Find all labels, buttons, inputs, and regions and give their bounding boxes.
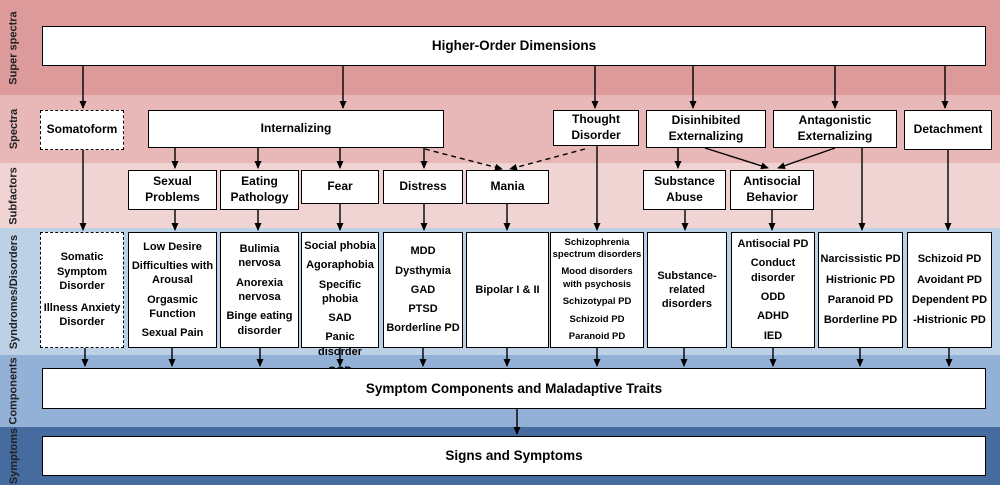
spectrum-antagonistic-externalizing: Antagonistic Externalizing	[773, 110, 897, 148]
spectrum-internalizing: Internalizing	[148, 110, 444, 148]
spectrum-detachment: Detachment	[904, 110, 992, 150]
subfactor-distress: Distress	[383, 170, 463, 204]
subfactor-sexual-problems: Sexual Problems	[128, 170, 217, 210]
spectrum-somatoform: Somatoform	[40, 110, 124, 150]
subfactor-antisocial-behavior: Antisocial Behavior	[730, 170, 814, 210]
subfactor-eating-pathology: Eating Pathology	[220, 170, 299, 210]
subfactor-mania: Mania	[466, 170, 549, 204]
label-spectra: Spectra	[8, 108, 21, 150]
disorders-eating: Bulimia nervosa Anorexia nervosa Binge e…	[220, 232, 299, 348]
disorders-mania: Bipolar I & II	[466, 232, 549, 348]
disorders-fear: Social phobia Agoraphobia Specific phobi…	[301, 232, 379, 377]
higher-order-dimensions-box: Higher-Order Dimensions	[42, 26, 986, 66]
symptom-components-box: Symptom Components and Maladaptive Trait…	[42, 368, 986, 409]
label-subfactors: Subfactors	[8, 166, 20, 225]
spectrum-thought-disorder: Thought Disorder	[553, 110, 639, 146]
label-symptoms: Symptoms	[8, 427, 20, 485]
subfactor-substance-abuse: Substance Abuse	[643, 170, 726, 210]
label-components: Components	[8, 357, 21, 425]
disorders-somatic: Somatic Symptom Disorder Illness Anxiety…	[40, 232, 124, 348]
subfactor-fear: Fear	[301, 170, 379, 204]
signs-and-symptoms-box: Signs and Symptoms	[42, 436, 986, 476]
disorders-detachment: Schizoid PD Avoidant PD Dependent PD -Hi…	[907, 232, 992, 348]
label-syndromes-disorders: Syndromes/Disorders	[8, 234, 21, 349]
disorders-antisocial: Antisocial PD Conduct disorder ODD ADHD …	[731, 232, 815, 348]
disorders-substance: Substance- related disorders	[647, 232, 727, 348]
disorders-distress: MDD Dysthymia GAD PTSD Borderline PD	[383, 232, 463, 348]
disorders-sexual: Low Desire Difficulties with Arousal Org…	[128, 232, 217, 348]
spectrum-disinhibited-externalizing: Disinhibited Externalizing	[646, 110, 766, 148]
disorders-antagonistic: Narcissistic PD Histrionic PD Paranoid P…	[818, 232, 903, 348]
label-super-spectra: Super spectra	[8, 10, 20, 85]
disorders-thought: Schizophrenia spectrum disorders Mood di…	[550, 232, 644, 348]
